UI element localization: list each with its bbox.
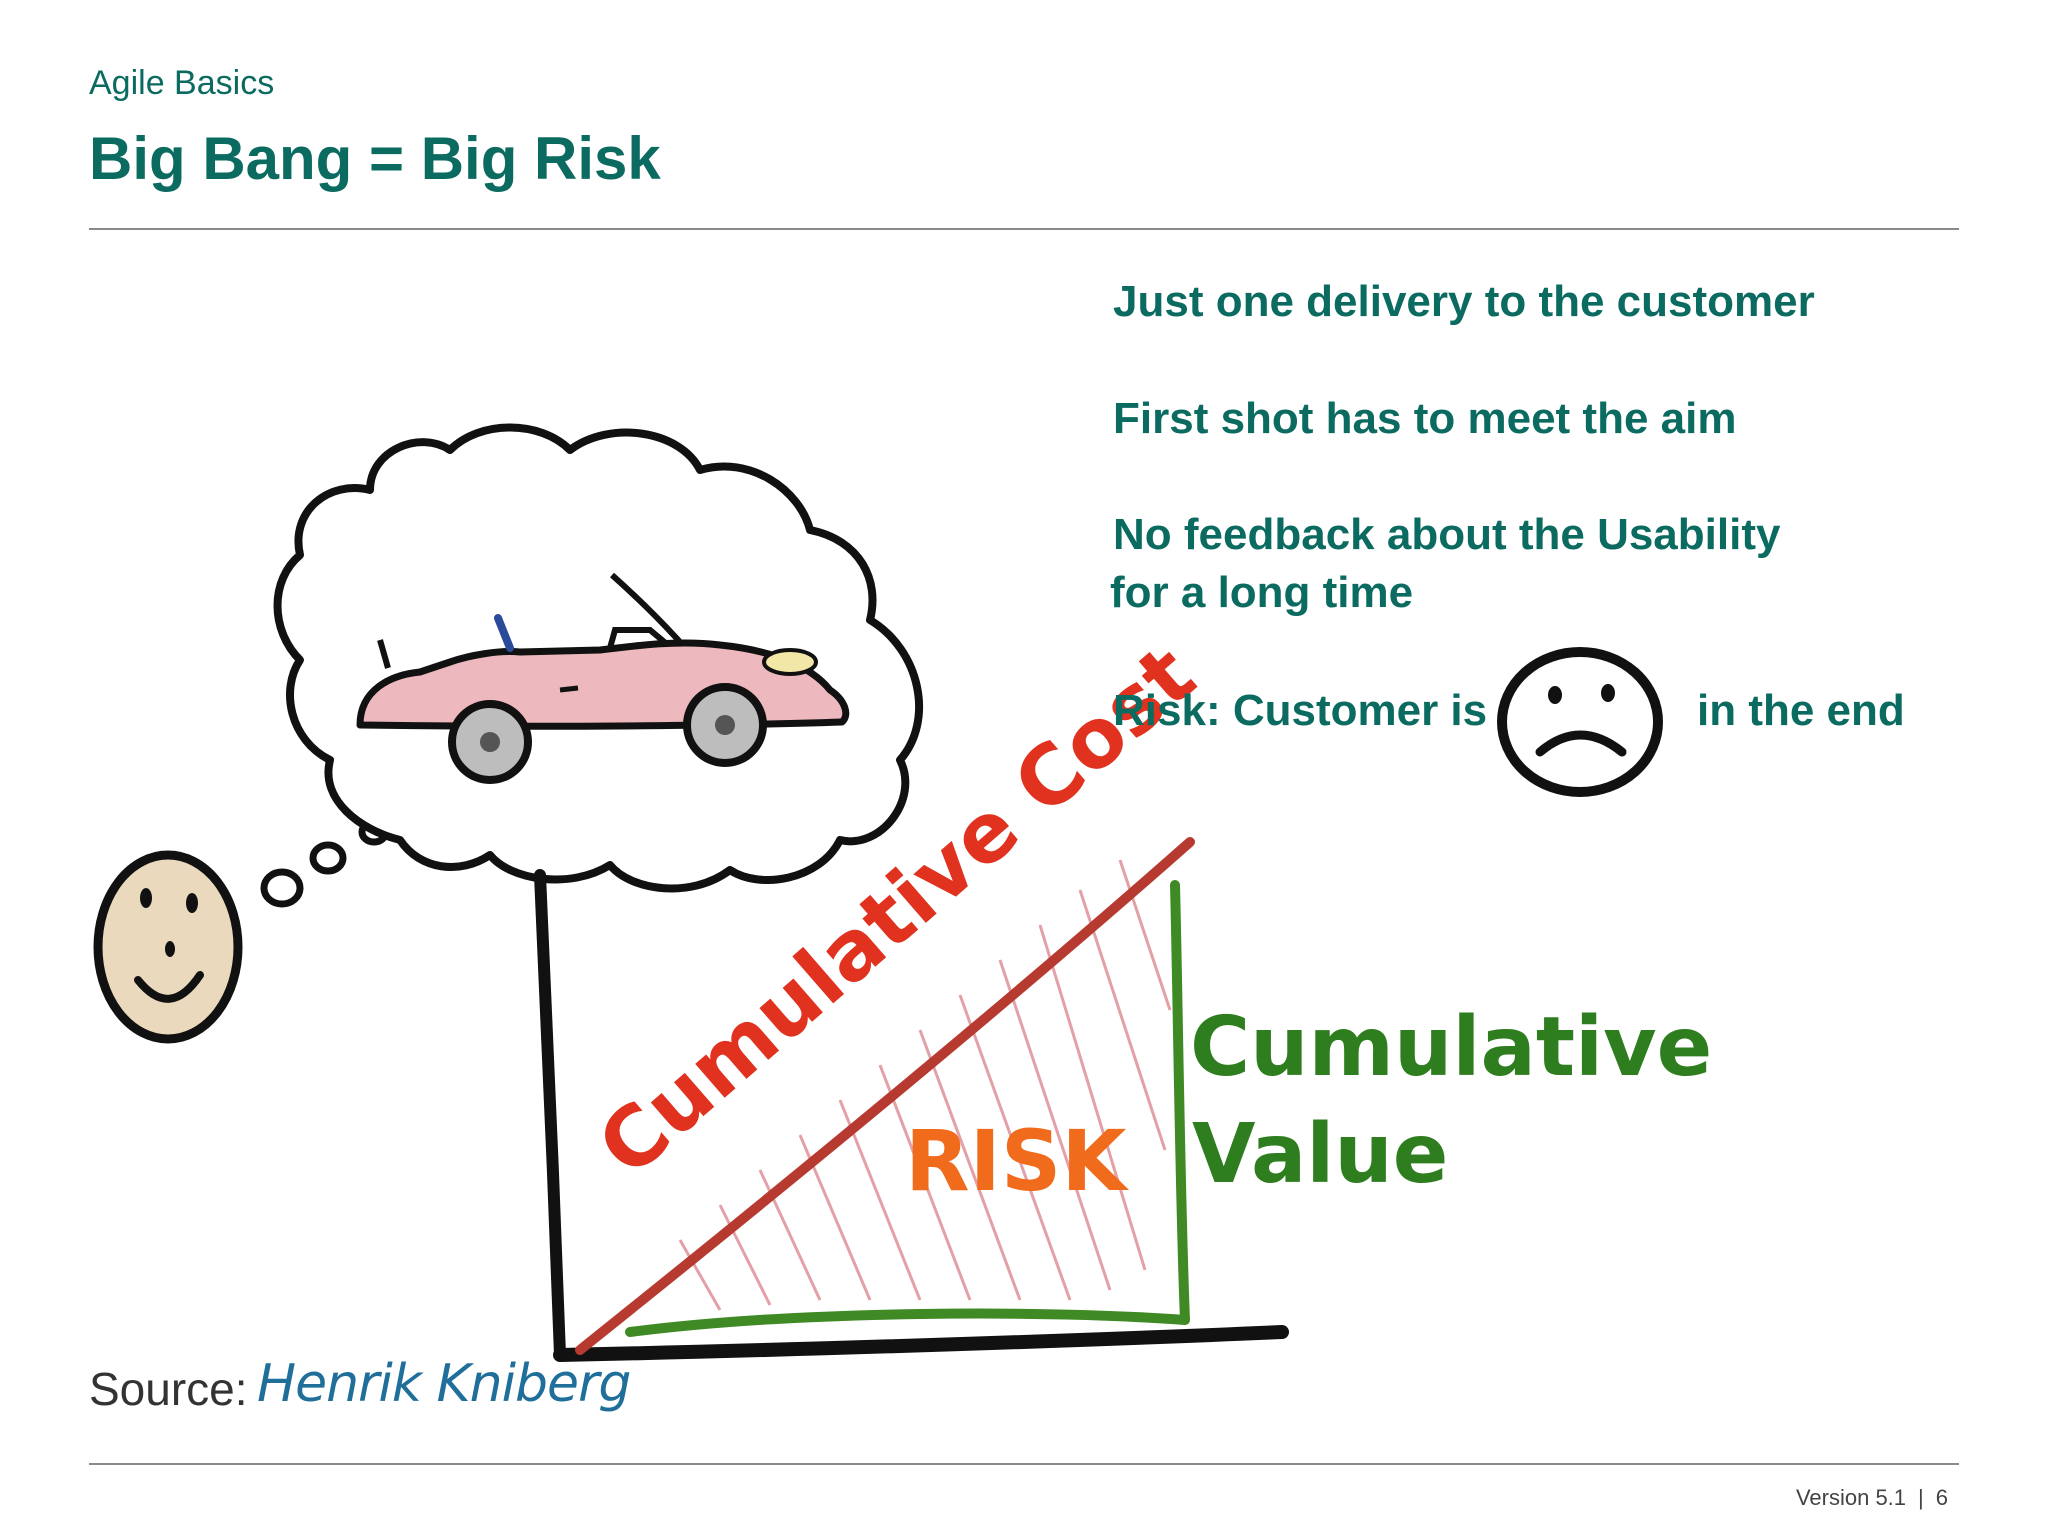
bullet-risk-before: Risk: Customer is [1113, 686, 1488, 735]
car-icon [356, 572, 850, 784]
version-label: Version 5.1 [1795, 1485, 1907, 1510]
bullet-no-feedback-line1: No feedback about the Usability [1113, 510, 1781, 559]
footer-divider [89, 1463, 1959, 1465]
happy-face-icon [93, 850, 243, 1044]
cumulative-value-label-line1: Cumulative [1190, 1000, 1712, 1095]
bullet-risk-after: in the end [1697, 686, 1905, 735]
risk-label: RISK [905, 1112, 1129, 1210]
bullet-no-feedback-line2: for a long time [1110, 568, 1414, 617]
source-label: Source: [89, 1363, 248, 1415]
footer: Version 5.1 | 6 [1796, 1485, 1948, 1511]
header-divider [89, 228, 1959, 230]
source-author: Henrik Kniberg [257, 1354, 631, 1414]
footer-separator: | [1918, 1485, 1924, 1510]
cumulative-value-line [625, 880, 1190, 1337]
sad-face-icon [1497, 647, 1663, 797]
cumulative-value-label-line2: Value [1192, 1107, 1448, 1202]
cumulative-cost-line [575, 837, 1195, 1355]
page-title: Big Bang = Big Risk [89, 125, 661, 192]
page-number: 6 [1935, 1485, 1948, 1510]
chart-axes [534, 869, 1289, 1362]
bullet-first-shot: First shot has to meet the aim [1113, 394, 1737, 443]
thought-bubbles [260, 818, 390, 908]
bullet-single-delivery: Just one delivery to the customer [1113, 277, 1815, 326]
section-label: Agile Basics [89, 64, 275, 102]
